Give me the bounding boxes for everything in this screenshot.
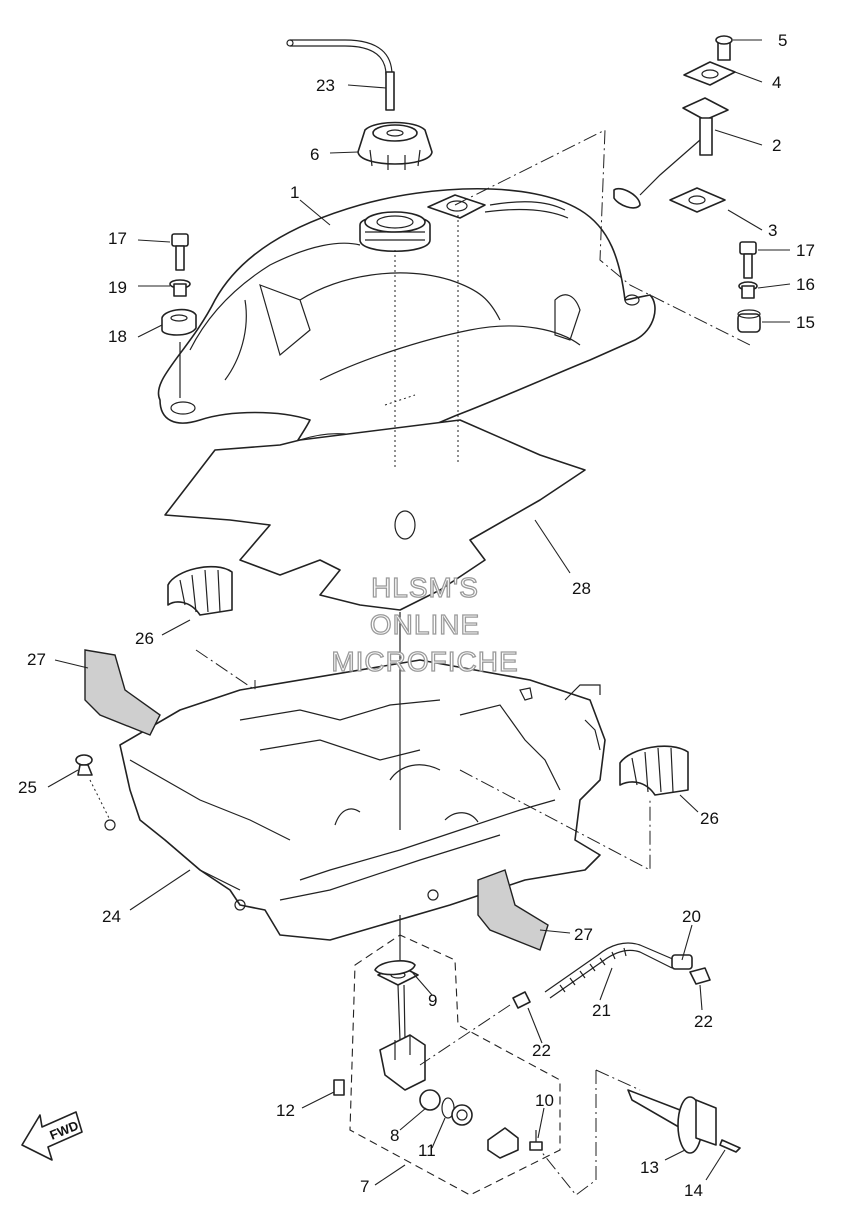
callout-10: 10	[535, 1091, 554, 1110]
callout-8: 8	[390, 1126, 399, 1145]
callout-12: 12	[276, 1101, 295, 1120]
watermark: HLSM'S ONLINE MICROFICHE	[331, 571, 519, 677]
fuel-cock-knob	[627, 1089, 741, 1154]
callout-20: 20	[682, 907, 701, 926]
hose-clamp	[512, 991, 531, 1009]
callout-14: 14	[684, 1181, 703, 1200]
fuel-cock-assy	[333, 934, 561, 1196]
grommet	[161, 308, 197, 336]
callout-28: 28	[572, 579, 591, 598]
callout-17: 17	[108, 229, 127, 248]
callout-24: 24	[102, 907, 121, 926]
callout-1: 1	[290, 183, 299, 202]
rubber-damper	[167, 565, 233, 616]
callout-5: 5	[778, 31, 787, 50]
gasket	[374, 960, 416, 976]
callouts: 1 2 3 4 5 6 7 8 9 10 11 12 13 14 15 16 1…	[18, 31, 815, 1200]
clip	[75, 754, 93, 776]
callout-16: 16	[796, 275, 815, 294]
fuel-tank	[157, 187, 656, 492]
callout-26: 26	[700, 809, 719, 828]
protector	[84, 649, 161, 736]
watermark-line-3: MICROFICHE	[331, 646, 518, 677]
callout-2: 2	[772, 136, 781, 155]
hose-clamp	[689, 967, 711, 985]
callout-19: 19	[108, 278, 127, 297]
callout-7: 7	[360, 1177, 369, 1196]
callout-15: 15	[796, 313, 815, 332]
bolt	[171, 233, 189, 271]
callout-17: 17	[796, 241, 815, 260]
bolt	[739, 241, 757, 279]
callout-4: 4	[772, 73, 781, 92]
under-tray	[104, 659, 606, 941]
breather-hose	[286, 39, 395, 111]
callout-13: 13	[640, 1158, 659, 1177]
collar	[738, 281, 758, 299]
callout-22: 22	[532, 1041, 551, 1060]
callout-3: 3	[768, 221, 777, 240]
watermark-line-2: ONLINE	[370, 609, 480, 640]
watermark-line-1: HLSM'S	[371, 572, 479, 603]
fuel-cap	[357, 121, 433, 170]
callout-18: 18	[108, 327, 127, 346]
tank-pad	[164, 419, 586, 611]
collar	[169, 279, 191, 297]
rubber-damper	[619, 745, 689, 796]
protector	[477, 869, 549, 951]
callout-23: 23	[316, 76, 335, 95]
callout-11: 11	[418, 1141, 436, 1160]
fuel-sender	[613, 35, 736, 213]
callout-6: 6	[310, 145, 319, 164]
callout-25: 25	[18, 778, 37, 797]
forward-direction-tag: FWD	[21, 1111, 83, 1161]
callout-22: 22	[694, 1012, 713, 1031]
callout-27: 27	[574, 925, 593, 944]
fuel-hose	[544, 942, 693, 999]
callout-21: 21	[592, 1001, 611, 1020]
callout-9: 9	[428, 991, 437, 1010]
callout-26: 26	[135, 629, 154, 648]
callout-27: 27	[27, 650, 46, 669]
grommet	[737, 309, 761, 333]
